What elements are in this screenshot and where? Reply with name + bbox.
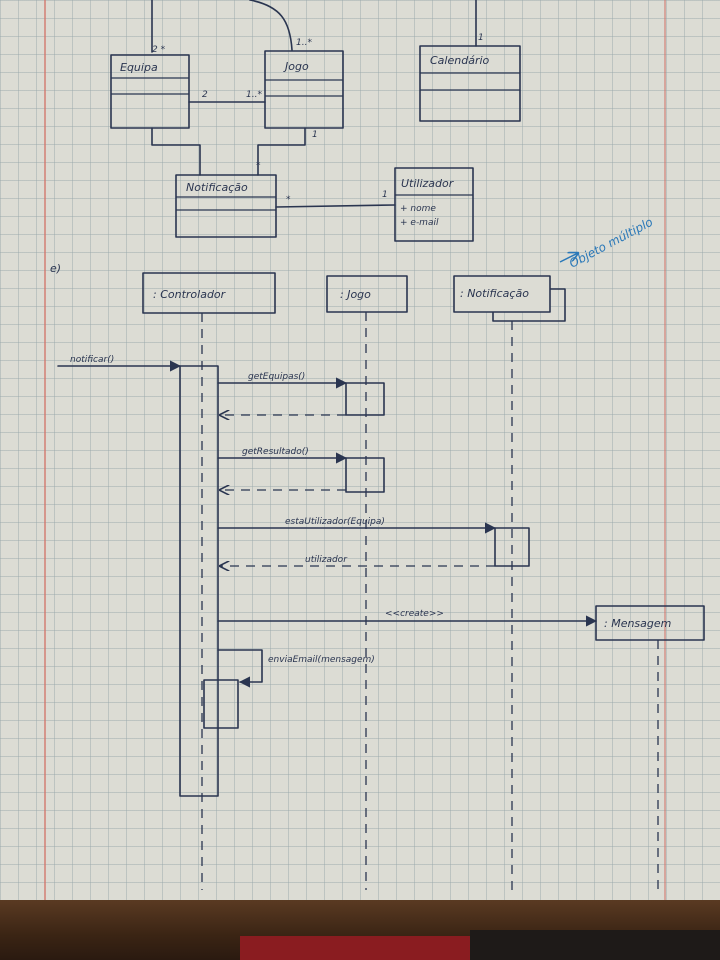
mult-equipa-jogo-right: 1..* <box>246 90 262 100</box>
multi-object-note-text: Objeto múltiplo <box>567 215 655 271</box>
grid-paper <box>0 0 720 905</box>
activation-self <box>203 679 239 729</box>
class-calendario: Calendário <box>419 45 521 122</box>
lifeline-mensagem-label: : Mensagem <box>604 617 671 630</box>
mult-equipa-jogo-left: 2 <box>202 90 208 100</box>
lifeline-controlador-label: : Controlador <box>153 288 227 301</box>
msg-getequipas-label: getEquipas() <box>248 372 305 382</box>
msg-enviaemail-arrow <box>217 649 263 688</box>
lifeline-jogo-label: : Jogo <box>340 288 371 301</box>
class-utilizador-name: Utilizador <box>401 177 455 190</box>
red-object <box>240 936 470 960</box>
annotation-arrow <box>559 253 578 263</box>
class-jogo: Jogo <box>264 50 344 129</box>
activation-jogo-1 <box>345 382 385 416</box>
msg-utilizador-label: utilizador <box>305 555 348 565</box>
mult-notif-jogo: * <box>256 161 261 171</box>
activation-jogo-2 <box>345 457 385 493</box>
class-notificacao-name: Notificação <box>186 181 248 194</box>
activation-notif <box>494 527 530 567</box>
section-label: e) <box>50 262 61 275</box>
msg-estautilizador-label: estaUtilizador(Equipa) <box>285 517 385 527</box>
jogo-top-line <box>249 0 293 51</box>
assoc-equipa-notif <box>151 127 201 176</box>
class-notificacao: Notificação <box>175 174 277 238</box>
class-calendario-name: Calendário <box>430 54 490 67</box>
assoc-notif-utilizador <box>275 204 396 208</box>
assoc-jogo-notif <box>257 127 306 176</box>
class-diagram: Equipa 2 * Jogo 1..* Calendário 1 2 <box>110 0 521 242</box>
class-jogo-name: Jogo <box>283 60 309 73</box>
utilizador-attr-nome: + nome <box>400 204 436 214</box>
lifeline-mensagem-box <box>595 605 705 641</box>
mult-util-notif: 1 <box>382 190 388 200</box>
lifeline-notif-label: : Notificação <box>460 287 529 300</box>
class-utilizador: Utilizador + nome + e-mail <box>394 167 474 242</box>
multi-object-note: Objeto múltiplo <box>567 215 655 271</box>
dark-object <box>470 930 720 960</box>
right-margin-line <box>664 0 666 905</box>
msg-notificar-label: notificar() <box>70 355 114 365</box>
msg-enviaemail-label: enviaEmail(mensagem) <box>268 655 375 665</box>
mult-notif-util: * <box>286 195 291 205</box>
lifeline-notif-box <box>453 275 551 313</box>
mult-calendario-top: 1 <box>478 33 484 43</box>
msg-getresultado-label: getResultado() <box>242 447 309 457</box>
class-equipa-name: Equipa <box>120 61 158 74</box>
mult-equipa-top: 2 * <box>152 45 166 55</box>
left-margin-line <box>44 0 46 905</box>
utilizador-attr-email: + e-mail <box>400 218 439 228</box>
mult-jogo-notif: 1 <box>312 130 318 140</box>
activation-controlador <box>179 365 219 797</box>
lifeline-controlador-box <box>142 272 276 314</box>
sequence-diagram: e) Objeto múltiplo : Controlador : Jogo … <box>50 215 705 890</box>
lifeline-jogo-box <box>326 275 408 313</box>
msg-create-label: <<create>> <box>385 609 444 619</box>
class-equipa: Equipa <box>110 54 190 129</box>
mult-jogo-top: 1..* <box>296 38 312 48</box>
